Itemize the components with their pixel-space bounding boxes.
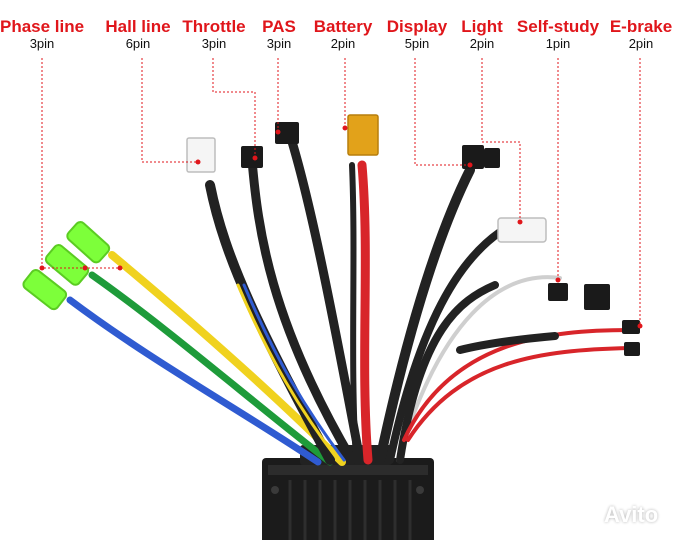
label-pin: 3pin — [266, 36, 292, 51]
controller-box — [262, 445, 434, 540]
label-name: Self-study — [516, 17, 600, 36]
label-name: Hall line — [105, 17, 171, 36]
label-name: Throttle — [182, 17, 246, 36]
label-name: Phase line — [0, 17, 85, 36]
label-self-study: Self-study 1pin — [510, 17, 606, 51]
label-pin: 2pin — [628, 36, 654, 51]
label-name: Battery — [313, 17, 373, 36]
label-pin: 5pin — [404, 36, 430, 51]
label-pin: 1pin — [545, 36, 571, 51]
label-pas: PAS 3pin — [254, 17, 304, 51]
phase-terminals — [22, 221, 111, 311]
label-name: E-brake — [609, 17, 673, 36]
label-display: Display 5pin — [382, 17, 452, 51]
leader-dots — [39, 125, 643, 329]
label-pin: 3pin — [201, 36, 227, 51]
label-pin: 2pin — [330, 36, 356, 51]
label-throttle: Throttle 3pin — [176, 17, 252, 51]
avito-watermark: Avito — [566, 500, 670, 530]
label-name: Display — [386, 17, 448, 36]
watermark-text: Avito — [604, 502, 659, 527]
avito-logo-icon — [568, 502, 596, 528]
signal-cables — [205, 130, 632, 465]
label-e-brake: E-brake 2pin — [604, 17, 678, 51]
label-pin: 2pin — [469, 36, 495, 51]
label-hall-line: Hall line 6pin — [96, 17, 180, 51]
label-name: PAS — [262, 17, 296, 36]
label-light: Light 2pin — [456, 17, 508, 51]
leader-lines — [41, 58, 641, 326]
label-pin: 3pin — [29, 36, 55, 51]
label-battery: Battery 2pin — [306, 17, 380, 51]
label-pin: 6pin — [125, 36, 151, 51]
label-phase-line: Phase line 3pin — [0, 17, 84, 51]
label-name: Light — [461, 17, 503, 36]
connectors — [186, 114, 640, 356]
